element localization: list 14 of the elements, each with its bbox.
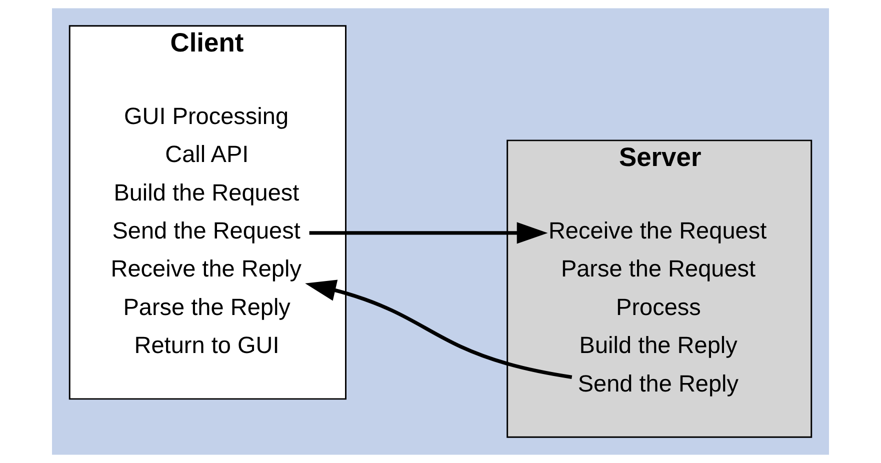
node-text: Call API bbox=[165, 141, 249, 168]
node-text: Receive the Reply bbox=[110, 256, 302, 282]
node-text: Receive the Request bbox=[548, 218, 767, 244]
node-text: Send the Request bbox=[112, 218, 300, 244]
node-text: Send the Reply bbox=[578, 370, 739, 396]
node-text: GUI Processing bbox=[124, 102, 289, 129]
node-text: Process bbox=[616, 294, 701, 320]
arrow bbox=[305, 280, 572, 379]
arrow bbox=[309, 222, 548, 244]
node-text: Return to GUI bbox=[134, 332, 280, 358]
node-text: Build the Reply bbox=[579, 332, 738, 358]
node-text: Parse the Request bbox=[560, 256, 756, 282]
node-text: Build the Request bbox=[114, 179, 300, 206]
node-text: Parse the Reply bbox=[123, 294, 290, 320]
